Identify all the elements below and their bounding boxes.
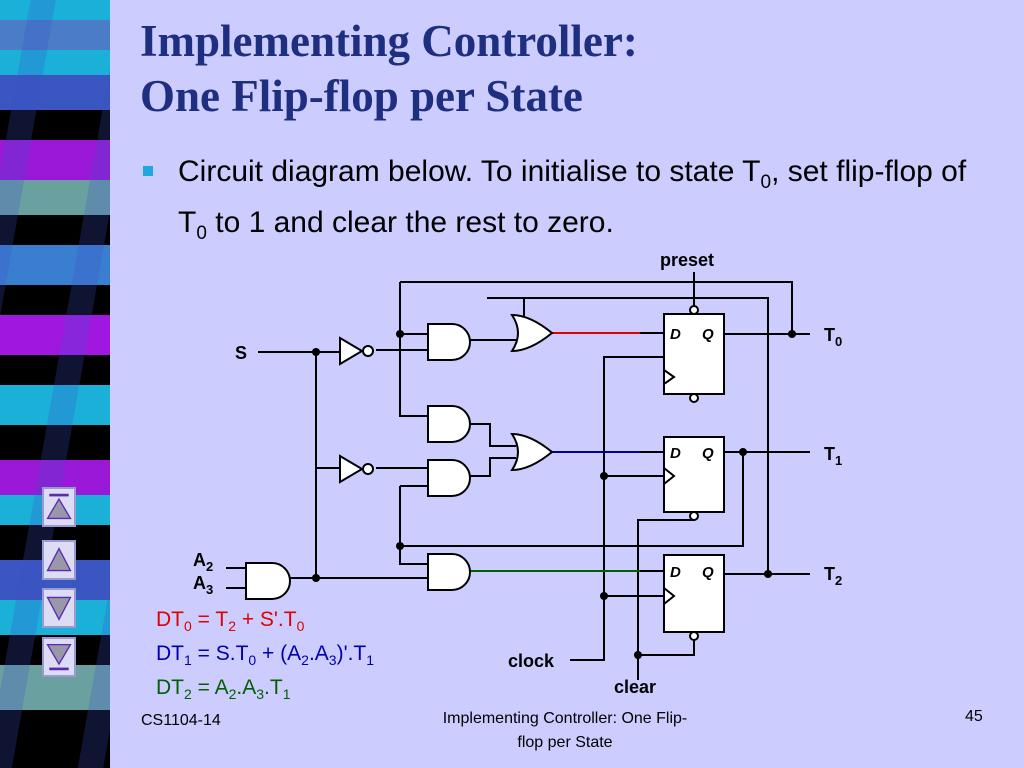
or-gate-1 bbox=[510, 313, 554, 353]
and-gate-1 bbox=[427, 323, 471, 361]
or-gate-2 bbox=[510, 432, 554, 472]
flip-flop-t1 bbox=[663, 436, 725, 513]
and-gate-a2a3 bbox=[245, 562, 291, 600]
preset-label: preset bbox=[660, 250, 714, 270]
first-slide-icon bbox=[46, 493, 72, 520]
page-number: 45 bbox=[965, 708, 983, 725]
inverter-a2a3 bbox=[339, 454, 364, 484]
clock-label: clock bbox=[508, 651, 555, 671]
input-a2-label: A2 bbox=[193, 550, 213, 574]
input-a3-label: A3 bbox=[193, 573, 213, 597]
inverter-s bbox=[339, 336, 364, 366]
and-gate-2 bbox=[427, 405, 471, 443]
bullet-text-part: Circuit diagram below. To initialise to … bbox=[178, 155, 761, 188]
bullet-icon bbox=[143, 166, 153, 176]
junction-dots bbox=[312, 330, 796, 659]
ff-q-label: Q bbox=[702, 564, 714, 581]
output-t2-label: T2 bbox=[824, 564, 842, 588]
flip-flop-labels: D Q D Q D Q bbox=[670, 326, 714, 581]
and-gate-4 bbox=[427, 553, 471, 591]
bullet-subscript: 0 bbox=[760, 172, 772, 193]
flip-flops bbox=[663, 305, 725, 641]
bullet-text-part: to 1 and clear the rest to zero. bbox=[206, 206, 614, 239]
ff-d-label: D bbox=[670, 326, 681, 343]
last-slide-button[interactable] bbox=[42, 637, 76, 677]
ff-d-label: D bbox=[670, 445, 681, 462]
bullet-text: Circuit diagram below. To initialise to … bbox=[178, 152, 968, 254]
and-gates bbox=[245, 323, 471, 600]
next-slide-button[interactable] bbox=[42, 588, 76, 628]
equation-dt1: DT1 = S.T0 + (A2.A3)'.T1 bbox=[156, 642, 375, 669]
slide-title: Implementing Controller: One Flip-flop p… bbox=[140, 14, 638, 124]
title-line-2: One Flip-flop per State bbox=[140, 71, 583, 121]
ff-d-label: D bbox=[670, 564, 681, 581]
decorative-stripe bbox=[0, 0, 120, 768]
last-slide-icon bbox=[46, 643, 72, 671]
first-slide-button[interactable] bbox=[42, 487, 76, 527]
or-gates bbox=[510, 313, 554, 472]
title-line-1: Implementing Controller: bbox=[140, 16, 638, 66]
bullet-text-part: , set flip-flop of T bbox=[178, 155, 967, 239]
footer-title: Implementing Controller: One Flip- flop … bbox=[400, 707, 730, 755]
footer-course: CS1104-14 bbox=[141, 712, 221, 729]
ff-q-label: Q bbox=[702, 445, 714, 462]
previous-slide-button[interactable] bbox=[42, 540, 76, 580]
bullet-subscript: 0 bbox=[196, 223, 207, 244]
input-s-label: S bbox=[235, 343, 247, 363]
next-slide-icon bbox=[46, 596, 72, 621]
output-t0-label: T0 bbox=[824, 325, 842, 349]
footer-title-line-2: flop per State bbox=[517, 734, 613, 751]
ff-q-label: Q bbox=[702, 326, 714, 343]
footer-title-line-1: Implementing Controller: One Flip- bbox=[442, 710, 688, 727]
inverter-gates bbox=[339, 336, 374, 484]
previous-slide-icon bbox=[46, 547, 72, 572]
and-gate-3 bbox=[427, 459, 471, 497]
equation-dt2: DT2 = A2.A3.T1 bbox=[156, 676, 291, 703]
equation-dt0: DT0 = T2 + S'.T0 bbox=[156, 608, 305, 635]
clear-label: clear bbox=[614, 677, 656, 697]
output-t1-label: T1 bbox=[824, 444, 842, 468]
